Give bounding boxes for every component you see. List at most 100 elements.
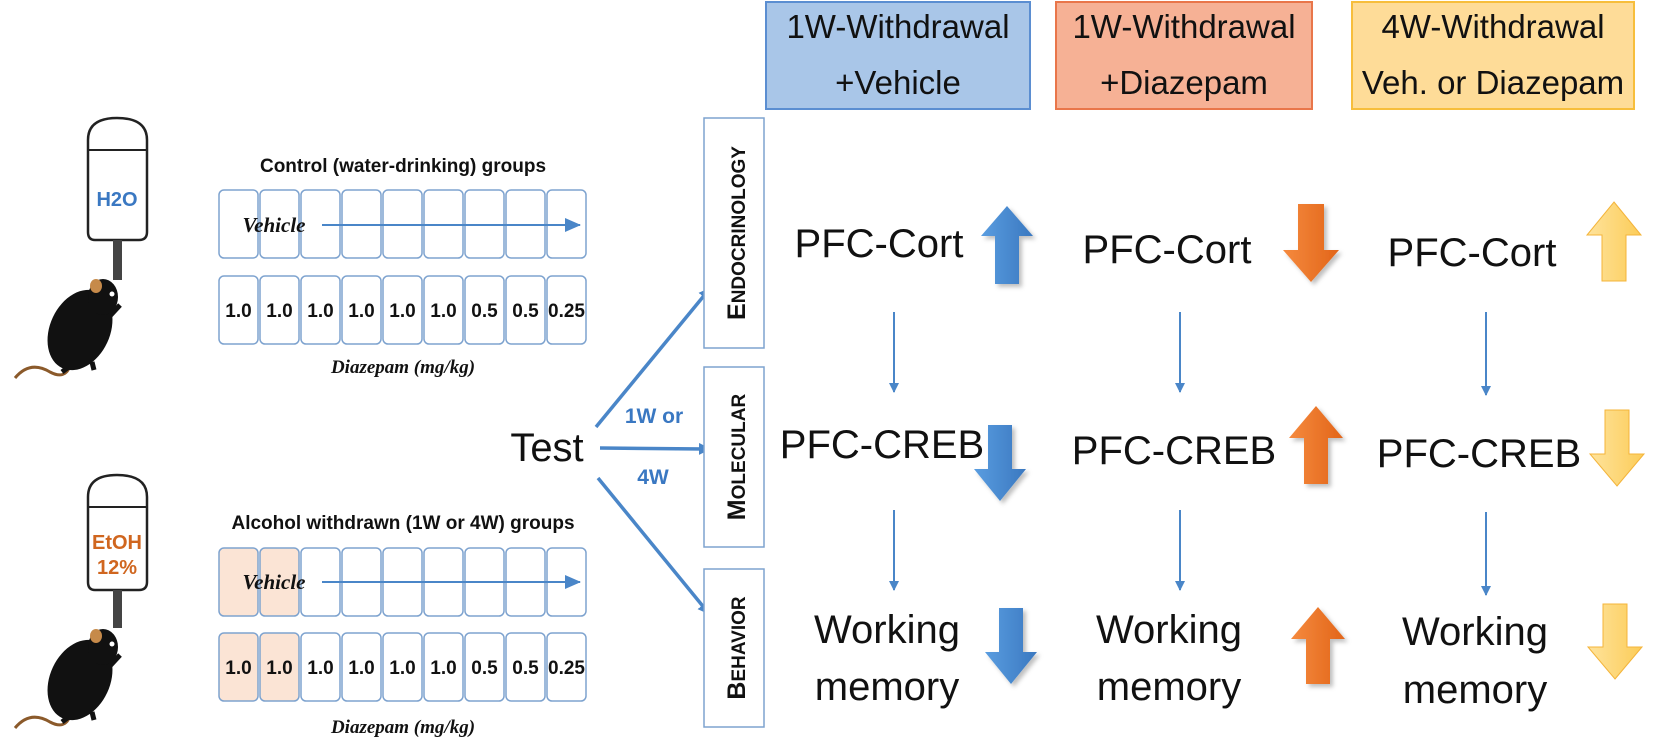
dose-value: 0.25 [548, 301, 585, 322]
header-1w-diazepam: 1W-Withdrawal +Diazepam [1055, 1, 1313, 110]
header-subtitle: Veh. or Diazepam [1362, 64, 1624, 101]
timing-label-bottom: 4W [637, 466, 669, 489]
down-arrow-icon [974, 425, 1026, 501]
header-title: 4W-Withdrawal [1381, 8, 1604, 45]
column-4w-withdrawal: PFC-Cort PFC-CREB Working memory [1377, 201, 1646, 712]
up-arrow-icon [1291, 607, 1345, 684]
dose-value: 1.0 [266, 658, 292, 679]
schedule-cell [423, 632, 464, 702]
up-arrow-icon [981, 206, 1033, 284]
dose-value: 1.0 [430, 301, 456, 322]
group-title: Alcohol withdrawn (1W or 4W) groups [231, 513, 574, 534]
schedule-cell [259, 547, 300, 617]
domain-label: MOLECULAR [723, 394, 751, 521]
dose-value: 1.0 [225, 301, 251, 322]
schedule-cell [218, 189, 259, 259]
dose-value: 1.0 [348, 658, 374, 679]
bottle-label-line2: 12% [97, 557, 137, 579]
column-1w-vehicle: PFC-Cort PFC-CREB Working memory [780, 206, 1037, 709]
down-arrow-icon [1283, 204, 1339, 282]
schedule-cell [300, 632, 341, 702]
header-title: 1W-Withdrawal [1072, 8, 1295, 45]
dose-value: 1.0 [307, 658, 333, 679]
schedule-cell [218, 632, 259, 702]
axis-label: Diazepam (mg/kg) [330, 357, 475, 378]
timing-label-top: 1W or [625, 405, 683, 428]
domain-box [703, 568, 765, 728]
bottle-label: H2O [96, 189, 137, 211]
header-subtitle: +Vehicle [835, 64, 961, 101]
schedule-cell [259, 275, 300, 345]
domain-label: BEHAVIOR [723, 596, 751, 699]
dose-value: 0.5 [512, 658, 539, 679]
header-box [1055, 1, 1313, 110]
down-arrow-icon [985, 608, 1037, 684]
vehicle-label: Vehicle [243, 570, 306, 594]
dose-value: 1.0 [430, 658, 456, 679]
measure-cort: PFC-Cort [1388, 231, 1557, 275]
schedule-cell [218, 275, 259, 345]
vehicle-label: Vehicle [243, 213, 306, 237]
domain-endocrinology: ENDOCRINOLOGY [703, 117, 765, 349]
axis-label: Diazepam (mg/kg) [330, 717, 475, 738]
bottle-label-line1: EtOH [92, 532, 142, 554]
schedule-cell [464, 275, 505, 345]
alcohol-group-schedule: Alcohol withdrawn (1W or 4W) groups 1.0 1… [218, 513, 587, 738]
dose-value: 0.5 [471, 658, 498, 679]
measure-wm-line2: memory [815, 665, 959, 709]
measure-creb: PFC-CREB [1072, 429, 1276, 473]
schedule-cell [300, 275, 341, 345]
mouse-icon [13, 629, 122, 729]
down-arrow-icon [1586, 603, 1644, 680]
schedule-cell [382, 632, 423, 702]
domain-box [703, 117, 765, 349]
dose-value: 0.25 [548, 658, 585, 679]
schedule-cell [546, 632, 587, 702]
measure-cort: PFC-Cort [795, 222, 964, 266]
dose-value: 1.0 [389, 658, 415, 679]
schedule-cell [546, 275, 587, 345]
dose-value: 0.5 [512, 301, 539, 322]
measure-wm-line1: Working [1402, 610, 1548, 654]
ethanol-bottle-icon: EtOH 12% [86, 473, 149, 628]
mouse-icon [13, 279, 122, 379]
schedule-cell [218, 547, 259, 617]
dose-value: 1.0 [266, 301, 292, 322]
header-box [765, 1, 1031, 110]
up-arrow-icon [1585, 201, 1643, 282]
measure-creb: PFC-CREB [1377, 432, 1581, 476]
domain-label: ENDOCRINOLOGY [723, 146, 751, 320]
schedule-cell [341, 632, 382, 702]
header-box [1351, 1, 1635, 110]
schedule-cell [505, 275, 546, 345]
dose-value: 1.0 [307, 301, 333, 322]
down-arrow-icon [1588, 409, 1646, 487]
domain-behavior: BEHAVIOR [703, 568, 765, 728]
domain-molecular: MOLECULAR [703, 366, 765, 548]
header-subtitle: +Diazepam [1100, 64, 1268, 101]
schedule-cell [259, 632, 300, 702]
schedule-cell [382, 275, 423, 345]
schedule-cell [341, 275, 382, 345]
dose-value: 1.0 [348, 301, 374, 322]
schedule-cell [464, 632, 505, 702]
column-1w-diazepam: PFC-Cort PFC-CREB Working memory [1072, 204, 1345, 709]
header-1w-vehicle: 1W-Withdrawal +Vehicle [765, 1, 1031, 110]
domain-box [703, 366, 765, 548]
measure-wm-line2: memory [1097, 665, 1241, 709]
dose-value: 1.0 [389, 301, 415, 322]
measure-wm-line1: Working [814, 608, 960, 652]
measure-cort: PFC-Cort [1083, 228, 1252, 272]
arrow-to-behavior [596, 476, 710, 615]
schedule-cell [259, 189, 300, 259]
measure-wm-line2: memory [1403, 668, 1547, 712]
arrow-to-endocrinology [594, 287, 711, 429]
schedule-cell [423, 275, 464, 345]
measure-wm-line1: Working [1096, 608, 1242, 652]
test-label: Test [510, 426, 583, 470]
arrow-to-molecular [599, 442, 711, 455]
